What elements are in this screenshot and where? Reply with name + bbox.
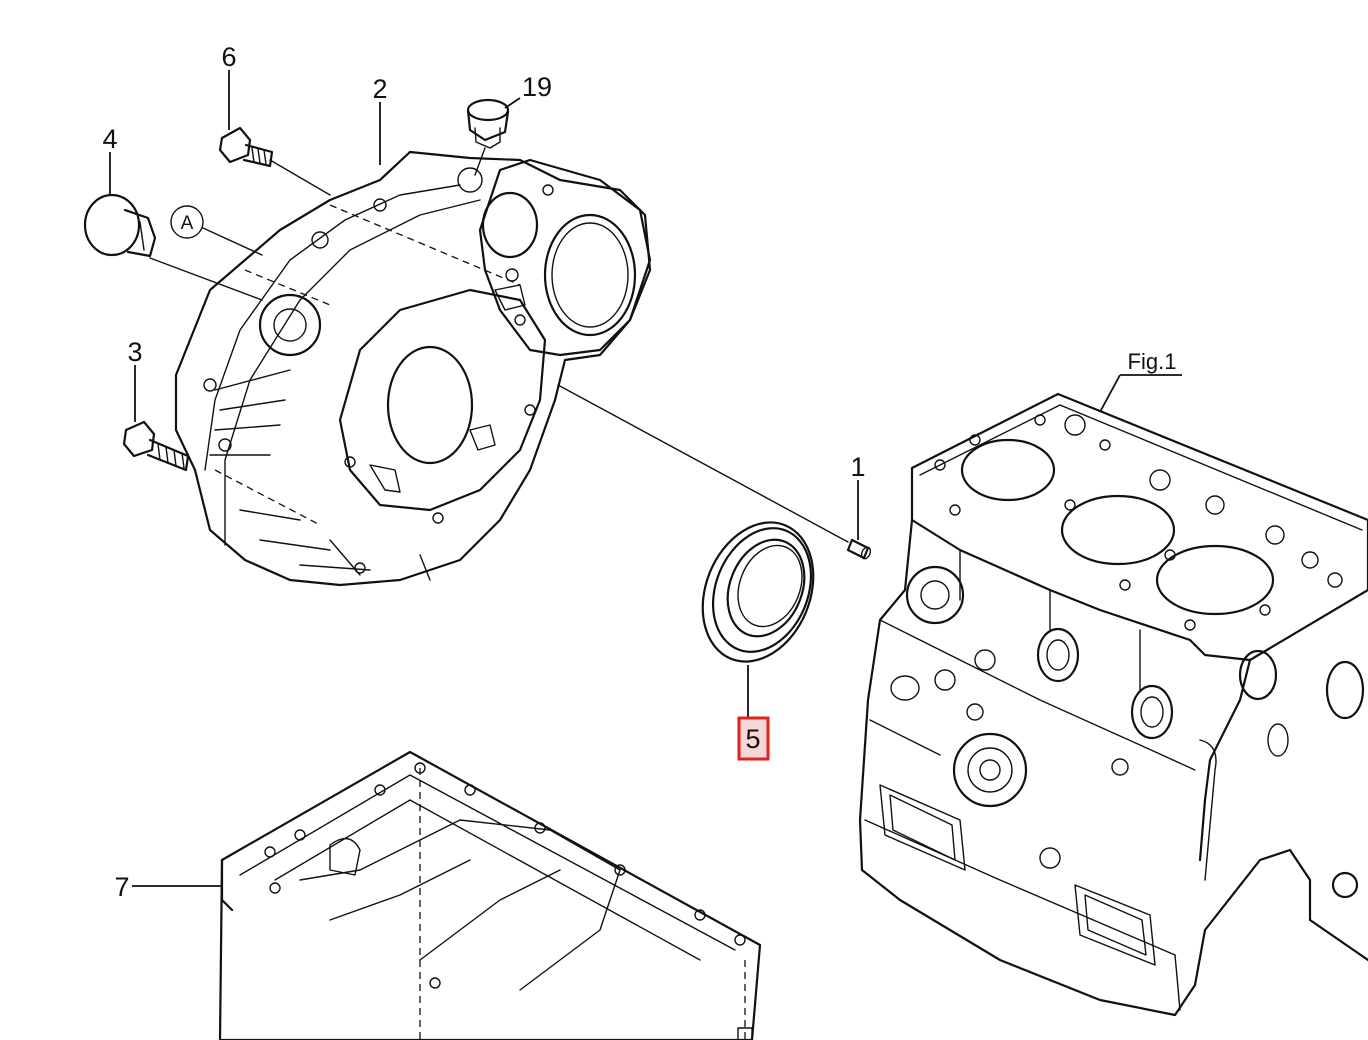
svg-text:19: 19: [522, 72, 552, 102]
part-label-6[interactable]: 6: [221, 42, 236, 72]
part-label-19[interactable]: 19: [522, 72, 552, 102]
figure-label: Fig.1: [1128, 349, 1177, 374]
svg-text:4: 4: [102, 124, 117, 154]
part-label-3[interactable]: 3: [127, 337, 142, 367]
bolt-3-drawing: [122, 420, 190, 472]
callout-a-marker: A: [170, 205, 263, 256]
plug-cap-drawing: [83, 193, 263, 301]
oil-pan-drawing: [218, 750, 762, 1040]
part-label-1[interactable]: 1: [850, 452, 865, 482]
svg-text:7: 7: [114, 872, 129, 902]
part-label-5-selected[interactable]: 5: [737, 716, 770, 761]
part-label-7[interactable]: 7: [114, 872, 129, 902]
svg-text:5: 5: [745, 724, 760, 754]
svg-text:2: 2: [372, 74, 387, 104]
flywheel-housing-drawing: [174, 150, 652, 587]
plug-19-drawing: [466, 98, 510, 176]
svg-text:Fig.1: Fig.1: [1128, 349, 1177, 374]
part-label-2[interactable]: 2: [372, 74, 387, 104]
cylinder-block-drawing: [858, 392, 1368, 1017]
part-label-4[interactable]: 4: [102, 124, 117, 154]
svg-text:1: 1: [850, 452, 865, 482]
dowel-pin-drawing: [557, 384, 872, 560]
bolt-6-drawing: [218, 126, 331, 196]
svg-text:3: 3: [127, 337, 142, 367]
oil-seal-drawing: [701, 521, 815, 663]
svg-text:6: 6: [221, 42, 236, 72]
callout-a-letter: A: [181, 213, 194, 234]
